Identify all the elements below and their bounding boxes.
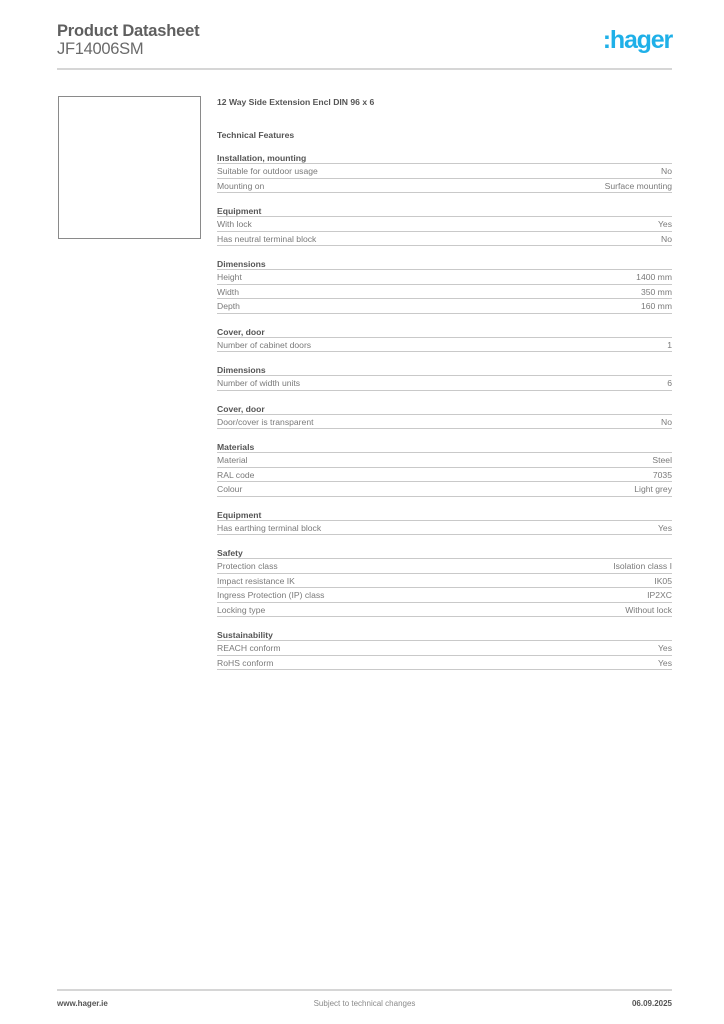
feature-value: 160 mm [640,301,672,311]
group-title: Dimensions [217,259,672,270]
page-header: Product Datasheet JF14006SM :hager [57,20,673,70]
footer-notice: Subject to technical changes [313,999,416,1008]
feature-row: Colour Light grey [217,482,672,497]
feature-value: Steel [652,455,672,465]
feature-row: Width 350 mm [217,285,672,299]
feature-label: Number of width units [217,378,301,388]
feature-row: Ingress Protection (IP) class IP2XC [217,588,672,603]
feature-value: Yes [657,522,672,533]
website-link[interactable]: www.hager.ie [57,999,108,1008]
feature-row: RAL code 7035 [217,468,672,482]
feature-row: Mounting on Surface mounting [217,179,672,193]
header-divider [57,68,672,70]
feature-row: Number of cabinet doors 1 [217,338,672,352]
feature-value: Yes [657,643,672,653]
feature-value: Yes [657,219,672,229]
group-title: Sustainability [217,630,672,641]
product-name: 12 Way Side Extension Encl DIN 96 x 6 [217,97,375,107]
group-title: Materials [217,442,672,453]
feature-row: Number of width units 6 [217,376,672,391]
feature-row: Suitable for outdoor usage No [217,164,672,179]
feature-row: REACH conform Yes [217,641,672,656]
feature-label: Has neutral terminal block [217,233,317,244]
feature-row: Door/cover is transparent No [217,415,672,429]
feature-label: RoHS conform [217,657,274,668]
feature-value: 6 [667,378,672,388]
feature-value: Light grey [634,484,672,494]
page-footer: www.hager.ie Subject to technical change… [57,999,672,1011]
feature-label: REACH conform [217,643,281,653]
feature-value: 1 [667,339,672,350]
feature-row: With lock Yes [217,217,672,232]
section-title: Technical Features [217,130,295,140]
feature-label: Colour [217,484,243,494]
feature-row: Protection class Isolation class I [217,559,672,574]
feature-label: Door/cover is transparent [217,416,314,427]
feature-value: 1400 mm [636,272,672,282]
product-image-placeholder [58,96,201,239]
group-title: Equipment [217,206,672,217]
feature-value: Yes [657,657,672,668]
feature-row: Material Steel [217,453,672,468]
feature-label: Mounting on [217,180,265,191]
feature-value: Isolation class I [613,561,672,571]
technical-content: 12 Way Side Extension Encl DIN 96 x 6 Te… [217,96,672,670]
group-title: Cover, door [217,327,672,338]
feature-label: Has earthing terminal block [217,522,322,533]
feature-value: 7035 [652,469,672,480]
document-title: Product Datasheet [57,22,200,40]
feature-row: Locking type Without lock [217,603,672,617]
group-title: Equipment [217,510,672,521]
feature-value: IK05 [654,575,672,586]
feature-label: Depth [217,301,240,311]
feature-label: Width [217,286,239,297]
feature-label: Suitable for outdoor usage [217,166,318,176]
feature-label: Height [217,272,242,282]
feature-label: Impact resistance IK [217,575,295,586]
feature-value: Surface mounting [604,180,672,191]
feature-value: Without lock [625,604,672,615]
feature-label: Protection class [217,561,278,571]
product-code: JF14006SM [57,40,144,58]
feature-row: Impact resistance IK IK05 [217,574,672,588]
feature-label: Ingress Protection (IP) class [217,590,325,600]
feature-value: 350 mm [640,286,672,297]
feature-label: Locking type [217,604,266,615]
footer-date: 06.09.2025 [631,999,672,1008]
feature-value: No [661,233,672,244]
feature-row: RoHS conform Yes [217,656,672,670]
feature-label: Number of cabinet doors [217,339,312,350]
feature-value: IP2XC [647,590,672,600]
group-title: Installation, mounting [217,153,672,164]
group-title: Dimensions [217,365,672,376]
feature-row: Has earthing terminal block Yes [217,521,672,535]
feature-row: Depth 160 mm [217,299,672,314]
feature-label: Material [217,455,248,465]
feature-label: With lock [217,219,252,229]
hager-logo: :hager [602,26,673,54]
group-title: Safety [217,548,672,559]
feature-row: Height 1400 mm [217,270,672,285]
feature-value: No [661,416,672,427]
group-title: Cover, door [217,404,672,415]
feature-label: RAL code [217,469,255,480]
feature-row: Has neutral terminal block No [217,232,672,246]
feature-value: No [661,166,672,176]
footer-divider [57,989,672,991]
